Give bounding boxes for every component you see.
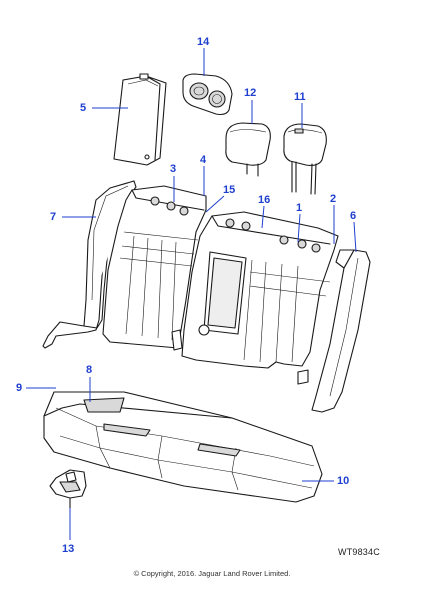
callout-leader-lines: [26, 48, 357, 540]
part-5-backrest-panel: [113, 73, 167, 166]
callout-1: 1: [296, 202, 303, 214]
callout-15: 15: [223, 184, 236, 196]
callout-6: 6: [350, 210, 357, 222]
part-3-left-seat-back: [102, 185, 207, 351]
callout-13: 13: [62, 543, 75, 555]
callout-5: 5: [80, 102, 87, 114]
callout-2: 2: [330, 193, 337, 205]
callout-12: 12: [244, 87, 257, 99]
callout-7: 7: [50, 211, 57, 223]
callout-4: 4: [200, 154, 207, 166]
diagram-reference-code: WT9834C: [338, 547, 380, 557]
part-12-headrest: [225, 122, 271, 177]
callout-16: 16: [258, 194, 271, 206]
part-11-headrest: [283, 123, 327, 195]
copyright-notice: © Copyright, 2016. Jaguar Land Rover Lim…: [133, 569, 291, 578]
callout-14: 14: [197, 36, 210, 48]
part-13-cushion-clip: [49, 469, 87, 509]
callout-8: 8: [86, 364, 93, 376]
callout-9: 9: [16, 382, 23, 394]
callout-10: 10: [337, 475, 350, 487]
part-14-cup-holder: [182, 73, 233, 116]
part-6-side-bolster: [311, 249, 371, 413]
callout-3: 3: [170, 163, 177, 175]
callout-11: 11: [294, 91, 306, 103]
part-1-right-seat-back: [181, 211, 339, 385]
part-10-seat-cushion: [43, 391, 323, 503]
